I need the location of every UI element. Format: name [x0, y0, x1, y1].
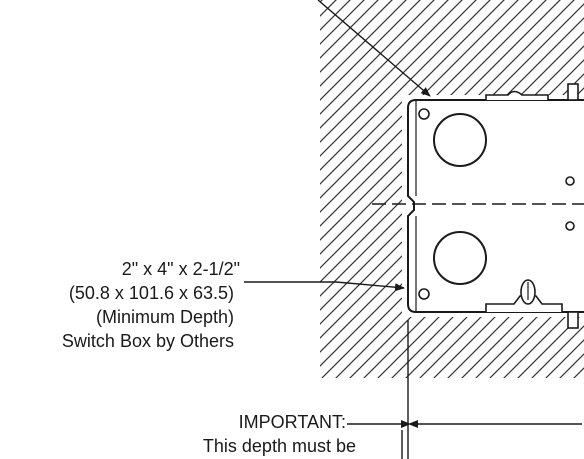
hole: [565, 176, 575, 186]
hole: [565, 221, 575, 231]
important-note: This depth must be: [202, 436, 356, 456]
box-size-metric-label: (50.8 x 101.6 x 63.5): [68, 283, 234, 303]
top-leader-arrow: [317, 0, 431, 97]
box-supplier-label: Switch Box by Others: [61, 331, 234, 351]
hole: [418, 288, 430, 300]
knockout-top: [433, 113, 487, 167]
top-mounting-tab: [485, 90, 549, 100]
box-size-label: 2" x 4" x 2-1/2": [121, 259, 240, 279]
hole: [418, 108, 430, 120]
important-title: IMPORTANT:: [238, 412, 346, 432]
box-depth-label: (Minimum Depth): [95, 307, 234, 327]
knockout-bottom: [433, 231, 487, 285]
box-leader-arrow: [244, 281, 405, 292]
